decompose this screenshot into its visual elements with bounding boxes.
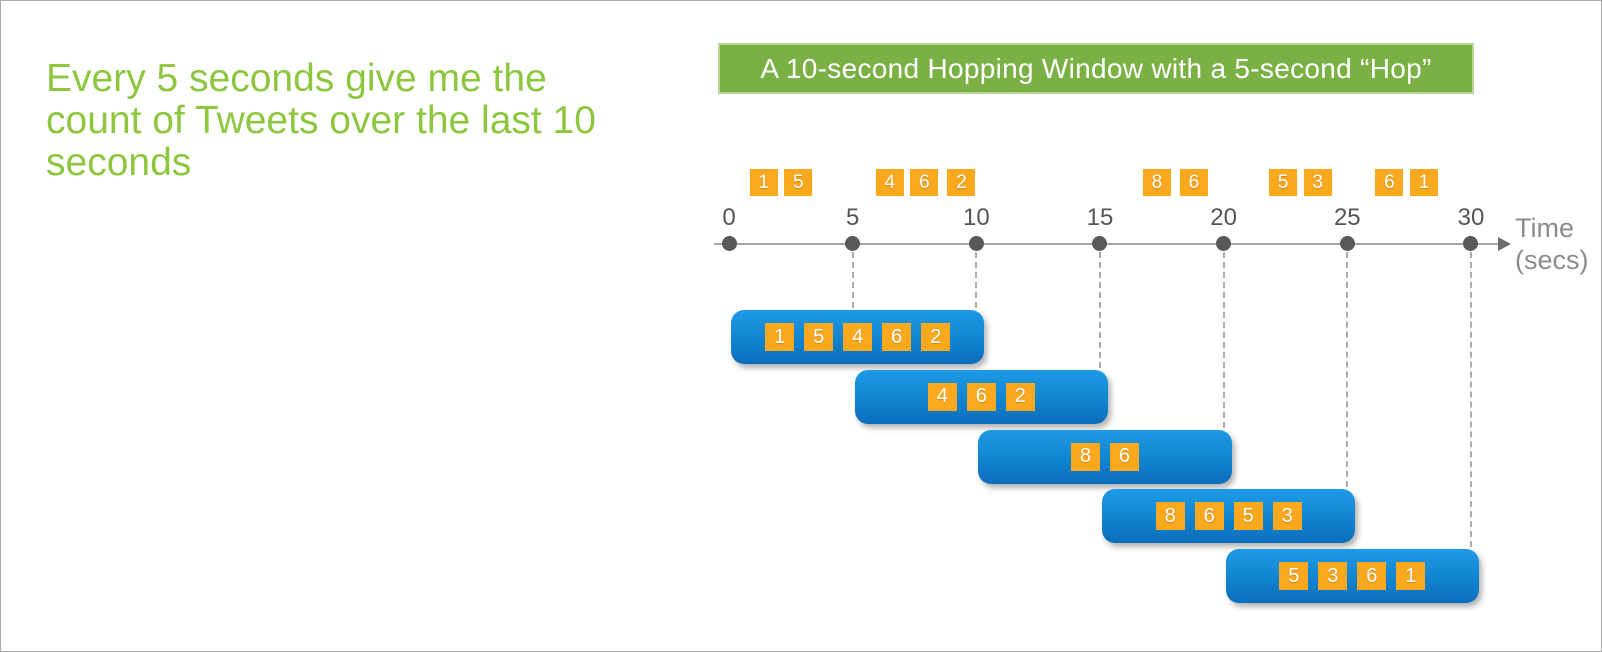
event-box: 1 [749, 169, 778, 196]
tick-label: 10 [962, 204, 990, 231]
window-event-box: 5 [1233, 502, 1263, 531]
axis-unit-label-line2: (secs) [1515, 245, 1589, 275]
query-description-line: Every 5 seconds give me the [46, 57, 547, 100]
timeline-arrow-icon [1498, 237, 1511, 251]
dashed-drop-line [975, 252, 978, 308]
event-box: 8 [1142, 169, 1171, 196]
title-banner-label: A 10-second Hopping Window with a 5-seco… [760, 52, 1432, 84]
axis-unit-label: Time (secs) [1515, 212, 1589, 276]
axis-unit-label-line1: Time [1515, 213, 1574, 243]
window-event-box: 6 [1357, 562, 1387, 590]
event-box: 5 [784, 169, 813, 196]
window-event-box: 6 [1109, 442, 1139, 471]
window-event-box: 6 [882, 323, 912, 351]
tick-label: 25 [1333, 204, 1361, 231]
dashed-drop-line [1469, 252, 1472, 547]
dashed-drop-line [1098, 252, 1101, 368]
event-box: 6 [910, 169, 939, 196]
tick-label: 30 [1457, 204, 1485, 231]
tick-dot [1339, 236, 1355, 251]
query-description: Every 5 seconds give me the count of Twe… [46, 58, 596, 184]
event-box: 4 [875, 169, 904, 196]
tick-dot [845, 236, 861, 251]
window-event-box: 4 [843, 323, 873, 351]
tick-dot [1216, 236, 1232, 251]
tick-label: 15 [1086, 204, 1114, 231]
title-banner: A 10-second Hopping Window with a 5-seco… [718, 43, 1474, 94]
event-box: 2 [947, 169, 976, 196]
window-event-box: 1 [1396, 562, 1426, 590]
query-description-line: seconds [46, 141, 192, 184]
window-event-box: 1 [765, 323, 795, 351]
window-event-box: 8 [1070, 442, 1100, 471]
event-box: 1 [1409, 169, 1438, 196]
query-description-line: count of Tweets over the last 10 [46, 99, 596, 142]
window-event-box: 3 [1272, 502, 1302, 531]
window-event-box: 8 [1155, 502, 1185, 531]
window-event-box: 5 [1279, 562, 1309, 590]
window-event-box: 2 [921, 323, 951, 351]
dashed-drop-line [851, 252, 854, 308]
tick-dot [968, 236, 984, 251]
tick-dot [721, 236, 737, 251]
event-box: 6 [1375, 169, 1404, 196]
window-event-box: 6 [1194, 502, 1224, 531]
tick-label: 5 [845, 204, 860, 231]
tick-dot [1092, 236, 1108, 251]
event-box: 6 [1179, 169, 1208, 196]
dashed-drop-line [1222, 252, 1225, 428]
window-event-box: 6 [966, 382, 996, 411]
event-box: 3 [1303, 169, 1332, 196]
window-event-box: 4 [927, 382, 957, 411]
tick-label: 20 [1210, 204, 1237, 231]
dashed-drop-line [1346, 252, 1349, 488]
tick-dot [1463, 236, 1479, 251]
window-event-box: 2 [1005, 382, 1035, 411]
event-box: 5 [1269, 169, 1298, 196]
window-event-box: 3 [1318, 562, 1348, 590]
tick-label: 0 [722, 204, 736, 231]
window-event-box: 5 [804, 323, 834, 351]
